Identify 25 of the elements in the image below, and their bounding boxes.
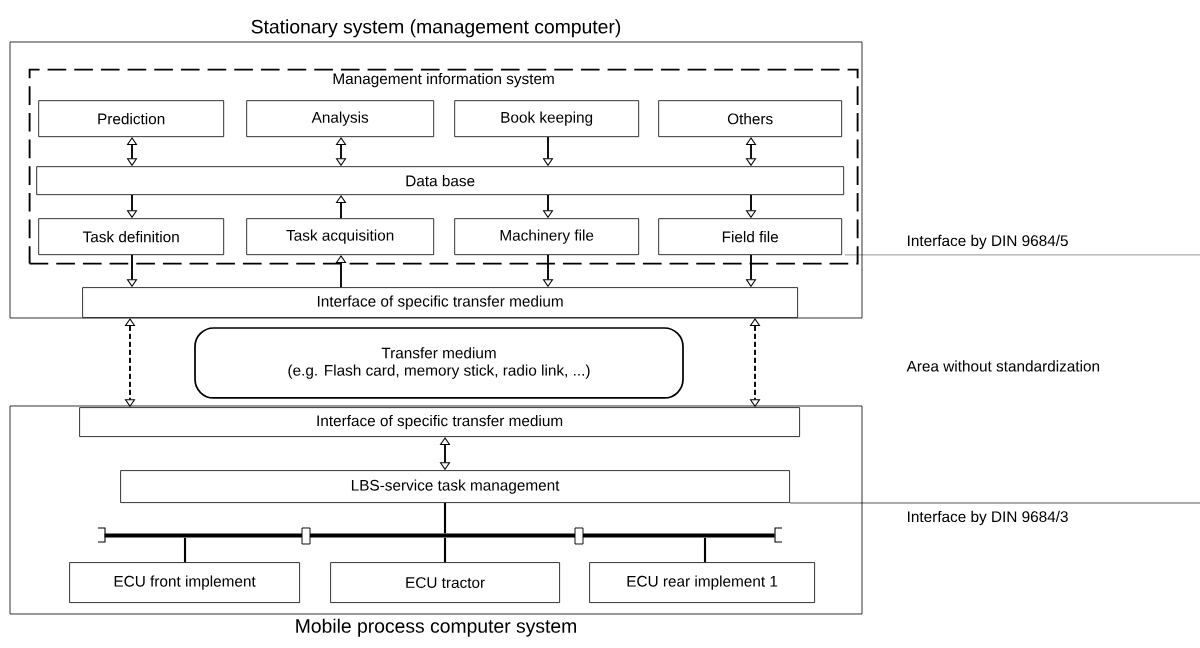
bus-line	[183, 537, 187, 563]
bus-line	[443, 537, 447, 563]
process-box: Field file	[658, 218, 843, 256]
process-box: Interface of specific transfer medium	[79, 407, 800, 437]
process-box: Interface of specific transfer medium	[82, 287, 798, 318]
bus-line	[443, 503, 447, 534]
note-text: Interface by DIN 9684/3	[908, 510, 1068, 526]
node-label: Mobile process computer system	[296, 618, 576, 637]
process-box: ECU tractor	[330, 562, 560, 603]
note-text: Interface by DIN 9684/5	[908, 234, 1068, 250]
process-box: Prediction	[38, 100, 225, 138]
process-box: LBS-service task management	[120, 470, 790, 503]
process-box: Others	[658, 100, 843, 138]
process-box: Machinery file	[454, 218, 640, 256]
process-box: ECU front implement	[69, 562, 300, 603]
process-box: ECU rear implement 1	[589, 562, 815, 603]
medium-box: Transfer medium (e.g. Flash card, memory stick, radio link, ...)	[194, 327, 684, 399]
bus-line	[703, 537, 707, 563]
process-box: Task definition	[38, 218, 225, 256]
process-box: Analysis	[246, 100, 435, 138]
node-label: Stationary system (management computer)	[251, 19, 621, 38]
process-box: Task acquisition	[246, 218, 435, 256]
process-box: Data base	[36, 166, 845, 196]
process-box: Book keeping	[454, 100, 640, 138]
note-text: Area without standardization	[906, 360, 1100, 372]
